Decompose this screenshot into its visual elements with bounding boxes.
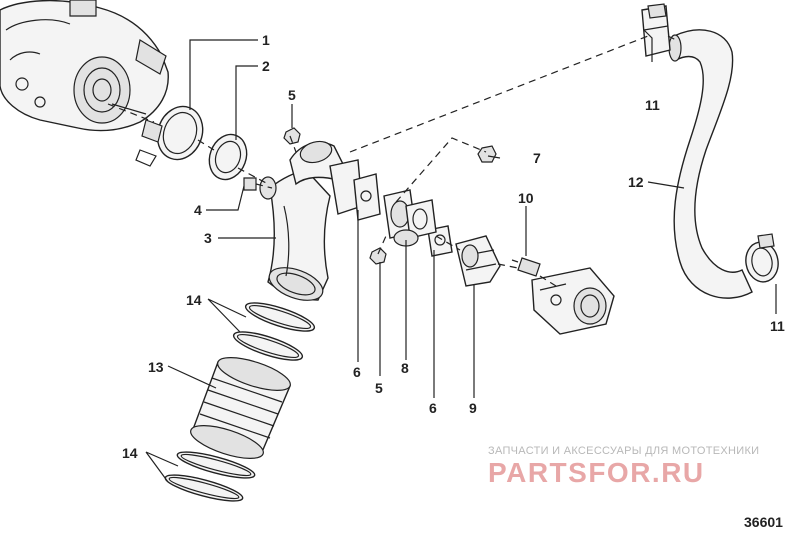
part-9-thermostat [455,235,501,287]
callout-5-upper: 5 [288,87,296,103]
watermark: ЗАПЧАСТИ И АКСЕССУАРЫ ДЛЯ МОТОТЕХНИКИ PA… [488,445,759,488]
callout-11-upper: 11 [645,97,660,113]
part-13-sleeve [190,357,291,459]
callout-9: 9 [469,400,477,416]
callout-1: 1 [262,32,270,48]
callout-3: 3 [204,230,212,246]
part-5-nut-lower [369,247,387,265]
part-11-clamp-upper [641,3,671,57]
part-3-exhaust-elbow [259,140,363,301]
callout-5-lower: 5 [375,380,383,396]
part-11-clamp-lower [745,233,779,283]
part-2-gasket [208,133,248,181]
callout-labels: 1 2 3 4 5 5 6 6 7 8 9 10 11 11 12 13 14 … [122,32,785,461]
part-14-clamp-lower-1 [176,451,256,479]
part-4-stud [243,177,257,191]
leader-lines [145,29,777,483]
part-12-hose [668,29,753,299]
part-5-nut-upper [283,127,301,145]
callout-14-upper: 14 [186,292,202,308]
callout-7: 7 [533,150,541,166]
part-10-sensor [511,257,541,277]
callout-4: 4 [194,202,202,218]
callout-12: 12 [628,174,644,190]
callout-8: 8 [401,360,409,376]
part-7-screw [477,145,497,163]
callout-6-left: 6 [353,364,361,380]
callout-14-lower: 14 [122,445,138,461]
part-14-clamp-upper-1 [244,302,316,332]
callout-13: 13 [148,359,164,375]
figure-number: 36601 [744,514,783,530]
assembly-lines [107,35,677,287]
part-1-clamp [135,105,204,167]
part-14-clamp-upper-2 [232,331,304,361]
watermark-brand: PARTSFOR.RU [488,457,705,488]
callout-11-lower: 11 [770,318,785,334]
part-8-housing [383,189,437,247]
pump-housing [531,267,615,335]
callout-10: 10 [518,190,534,206]
turbocharger [0,0,169,132]
part-6-gasket-lower [427,225,453,257]
callout-2: 2 [262,58,270,74]
callout-6-right: 6 [429,400,437,416]
watermark-caption: ЗАПЧАСТИ И АКСЕССУАРЫ ДЛЯ МОТОТЕХНИКИ [488,445,759,457]
part-6-gasket-upper [353,173,381,221]
